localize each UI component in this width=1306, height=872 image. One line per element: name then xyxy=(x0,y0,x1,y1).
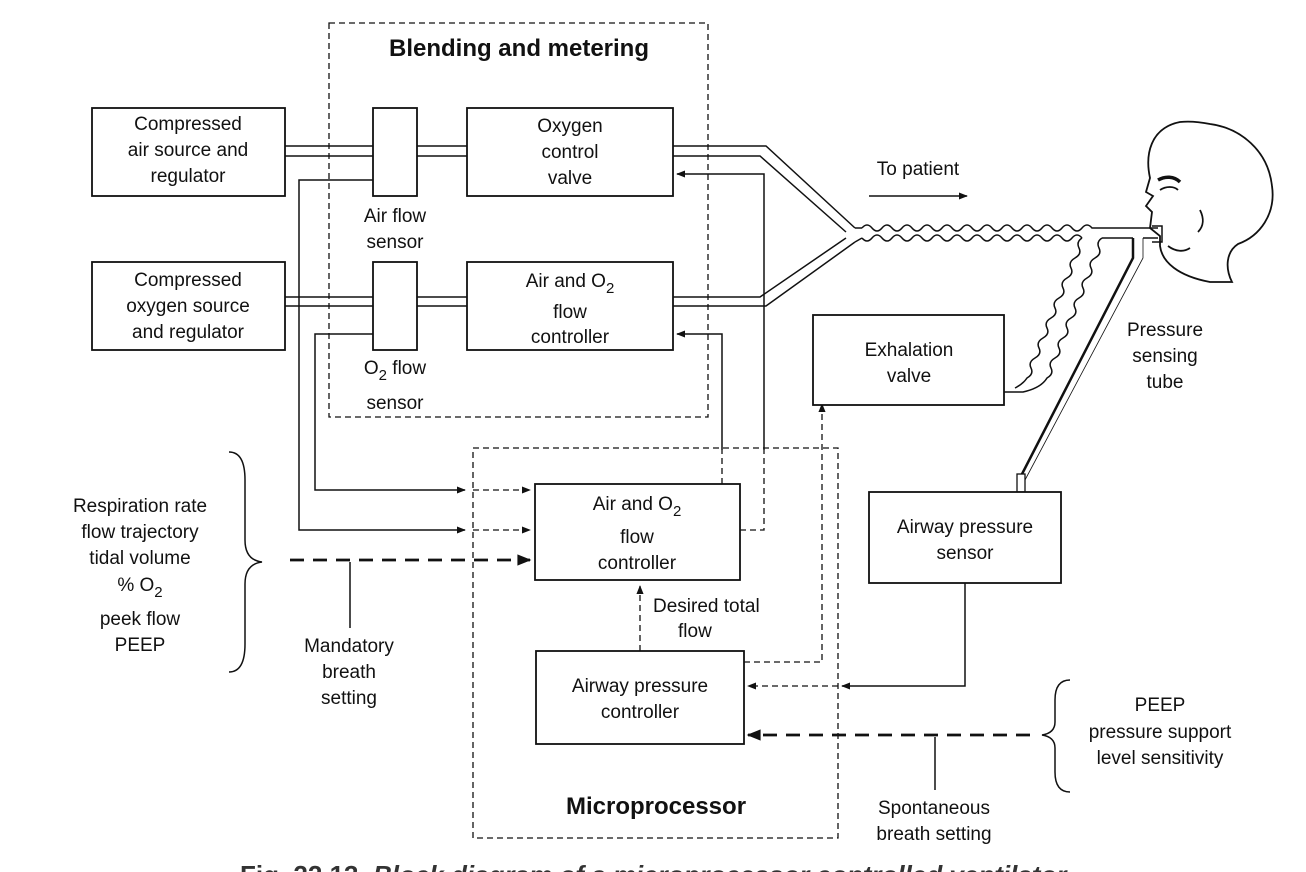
svg-text:PEEP: PEEP xyxy=(115,635,166,656)
svg-text:oxygen source: oxygen source xyxy=(126,296,250,317)
oxygen-control-valve-label: Oxygen control valve xyxy=(537,116,602,189)
pressure-signal-lines xyxy=(636,403,966,690)
mandatory-breath-setting-label: Mandatory breath setting xyxy=(304,636,394,709)
blending-metering-region xyxy=(328,22,709,418)
svg-text:flow trajectory: flow trajectory xyxy=(81,522,199,543)
svg-text:air source and: air source and xyxy=(128,140,248,161)
figure-caption: Fig. 22.13 Block diagram of a microproce… xyxy=(240,860,1068,872)
svg-text:sensor: sensor xyxy=(366,393,424,414)
svg-text:flow: flow xyxy=(620,527,654,548)
svg-text:Air and O2: Air and O2 xyxy=(593,494,682,520)
svg-text:Air flow: Air flow xyxy=(364,206,427,227)
oxygen-control-valve-box xyxy=(466,107,674,197)
svg-text:breath setting: breath setting xyxy=(876,824,991,845)
svg-text:Compressed: Compressed xyxy=(134,114,242,135)
spontaneous-settings-brace xyxy=(1041,679,1071,793)
airway-pressure-controller-label: Airway pressure controller xyxy=(572,676,708,723)
microprocessor-region xyxy=(472,447,839,839)
svg-text:tube: tube xyxy=(1147,372,1184,393)
exhalation-valve-label: Exhalation valve xyxy=(865,340,954,387)
svg-text:Pressure: Pressure xyxy=(1127,320,1203,341)
spontaneous-breath-setting-label: Spontaneous breath setting xyxy=(876,798,991,845)
pressure-sensing-tube xyxy=(1016,238,1144,493)
air-source-box xyxy=(91,107,286,197)
pressure-sensing-tube-label: Pressure sensing tube xyxy=(1127,320,1203,393)
svg-text:sensor: sensor xyxy=(936,543,994,564)
to-patient-label: To patient xyxy=(877,159,960,180)
svg-text:pressure support: pressure support xyxy=(1089,722,1232,743)
svg-text:tidal volume: tidal volume xyxy=(89,548,190,569)
svg-text:Respiration rate: Respiration rate xyxy=(73,496,207,517)
oxygen-source-box xyxy=(91,261,286,351)
svg-text:Desired total: Desired total xyxy=(653,596,760,617)
air-pipe xyxy=(285,145,467,157)
svg-text:Airway pressure: Airway pressure xyxy=(572,676,708,697)
svg-text:Compressed: Compressed xyxy=(134,270,242,291)
svg-text:and regulator: and regulator xyxy=(132,322,245,343)
svg-text:Mandatory: Mandatory xyxy=(304,636,394,657)
svg-text:sensor: sensor xyxy=(366,232,424,253)
desired-total-flow-label: Desired total flow xyxy=(653,596,760,642)
outlet-pipes xyxy=(673,145,856,307)
blending-metering-title: Blending and metering xyxy=(389,35,649,62)
svg-text:controller: controller xyxy=(531,327,610,348)
exhalation-tube xyxy=(1004,237,1103,393)
flow-controller-upper-label: Air and O2 flow controller xyxy=(526,271,615,348)
svg-text:level sensitivity: level sensitivity xyxy=(1097,748,1224,769)
svg-text:flow: flow xyxy=(678,621,712,642)
svg-text:peek flow: peek flow xyxy=(100,609,181,630)
sensor-signal-lines xyxy=(298,179,531,534)
flow-controller-upper-box xyxy=(466,261,674,351)
svg-text:controller: controller xyxy=(598,553,677,574)
svg-text:sensing: sensing xyxy=(1132,346,1198,367)
svg-text:Oxygen: Oxygen xyxy=(537,116,602,137)
svg-text:controller: controller xyxy=(601,702,680,723)
svg-text:flow: flow xyxy=(553,302,587,323)
svg-text:breath: breath xyxy=(322,662,376,683)
patient-circuit-tube xyxy=(854,224,1158,243)
exhalation-valve-box xyxy=(812,314,1005,406)
svg-text:Spontaneous: Spontaneous xyxy=(878,798,990,819)
svg-text:Airway pressure: Airway pressure xyxy=(897,517,1033,538)
o2-flow-sensor xyxy=(372,261,418,351)
oxygen-pipe xyxy=(285,296,467,307)
svg-text:PEEP: PEEP xyxy=(1135,695,1186,716)
mandatory-settings-brace xyxy=(228,451,263,673)
svg-text:% O2: % O2 xyxy=(117,575,162,601)
controller-signal-lines xyxy=(676,170,765,531)
airway-pressure-sensor-label: Airway pressure sensor xyxy=(897,517,1033,564)
o2-flow-sensor-label: O2 flow sensor xyxy=(364,358,426,414)
airway-pressure-controller-box xyxy=(535,650,745,745)
svg-text:regulator: regulator xyxy=(151,166,227,187)
svg-text:valve: valve xyxy=(548,168,592,189)
flow-controller-lower-label: Air and O2 flow controller xyxy=(593,494,682,574)
mandatory-settings-list: Respiration rate flow trajectory tidal v… xyxy=(73,496,207,656)
svg-text:Air and O2: Air and O2 xyxy=(526,271,615,297)
flow-controller-lower-box xyxy=(534,483,741,581)
air-source-label: Compressed air source and regulator xyxy=(128,114,248,187)
airway-pressure-sensor-box xyxy=(868,491,1062,584)
svg-text:valve: valve xyxy=(887,366,931,387)
patient-head-icon xyxy=(1144,120,1274,283)
svg-text:Exhalation: Exhalation xyxy=(865,340,954,361)
oxygen-source-label: Compressed oxygen source and regulator xyxy=(126,270,250,343)
svg-text:O2 flow: O2 flow xyxy=(364,358,426,384)
air-flow-sensor-label: Air flow sensor xyxy=(364,206,427,253)
svg-text:control: control xyxy=(541,142,598,163)
svg-text:setting: setting xyxy=(321,688,377,709)
microprocessor-title: Microprocessor xyxy=(566,793,746,820)
air-flow-sensor xyxy=(372,107,418,197)
spontaneous-settings-list: PEEP pressure support level sensitivity xyxy=(1089,695,1232,769)
